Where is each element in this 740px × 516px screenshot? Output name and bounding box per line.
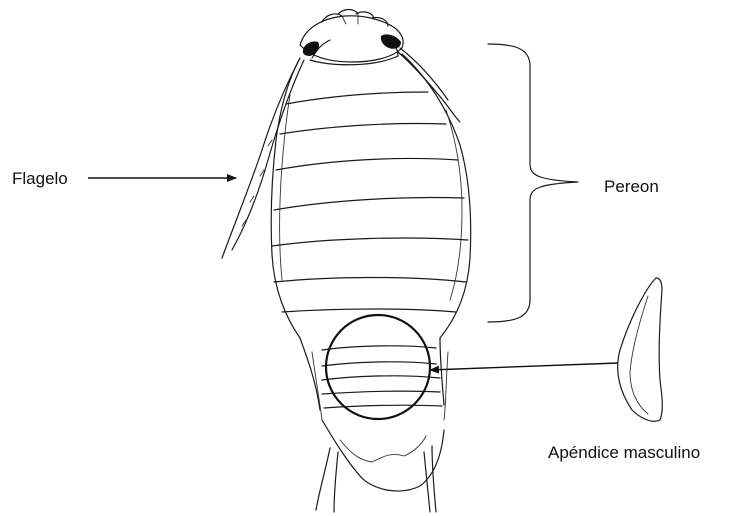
apendice-arrow	[430, 363, 618, 370]
pereon-bracket	[488, 44, 578, 322]
pereon-body	[271, 54, 470, 338]
antenna-left	[222, 58, 304, 258]
pleon	[300, 338, 448, 512]
pereon-label: Pereon	[604, 177, 659, 196]
isopod-illustration	[222, 10, 471, 513]
highlight-circle	[326, 315, 430, 419]
flagelo-label: Flagelo	[12, 169, 68, 188]
right-eye	[381, 34, 401, 48]
left-eye	[303, 41, 319, 56]
apendice-label: Apéndice masculino	[548, 443, 700, 462]
appendix-illustration	[618, 278, 663, 421]
